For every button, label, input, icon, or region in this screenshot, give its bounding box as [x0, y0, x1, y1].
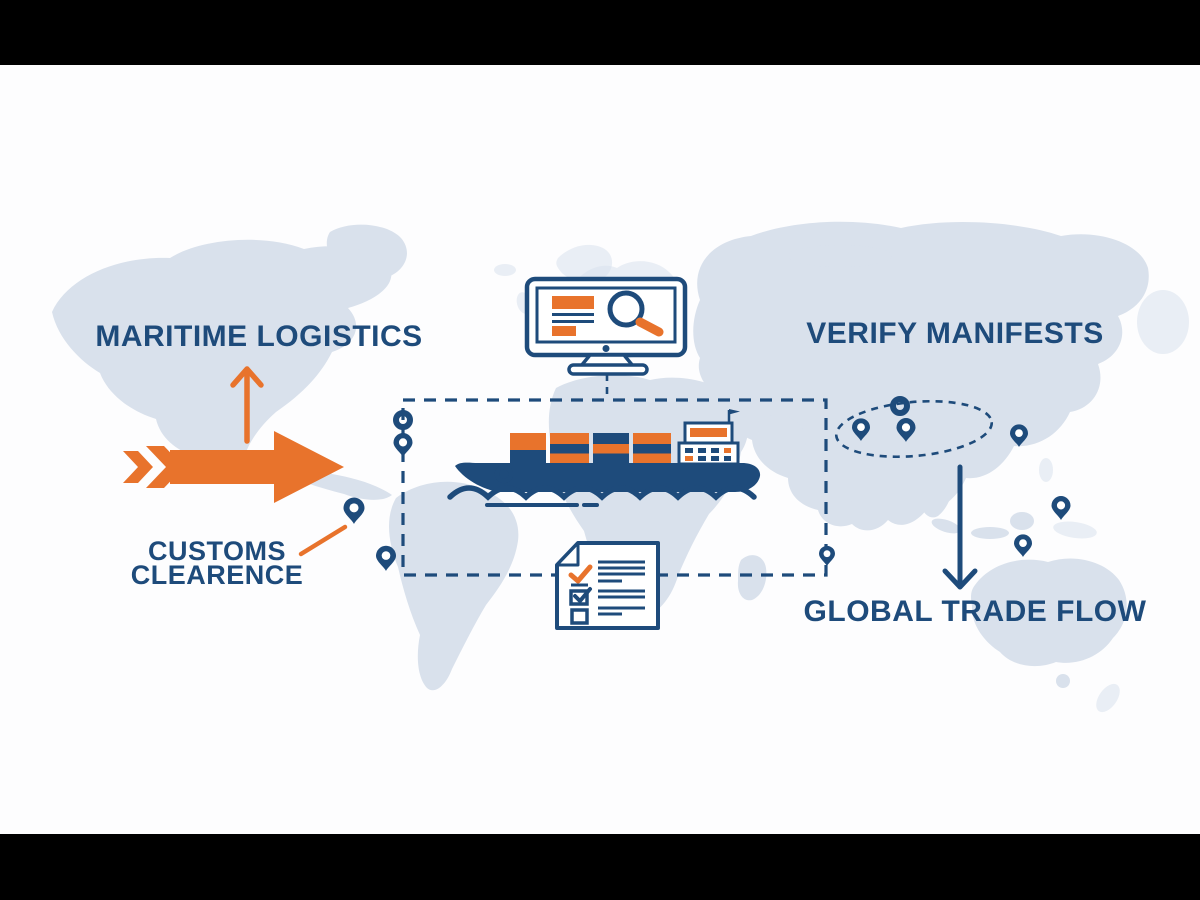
- map-pin-icon: [819, 545, 835, 566]
- map-pin-icon: [343, 497, 365, 524]
- cargo-ship-icon: [447, 409, 761, 507]
- arrow-chevron-small: [123, 451, 153, 483]
- arrow-body: [170, 431, 344, 503]
- island-tasmania: [1056, 674, 1070, 688]
- letterbox-bottom-bar: [0, 834, 1200, 900]
- verify-manifests-label: VERIFY MANIFESTS: [806, 317, 1104, 350]
- island-philippines: [1039, 458, 1053, 482]
- water-wave: [447, 485, 757, 501]
- arctic-islands: [788, 245, 892, 267]
- route-dot-icon: [890, 396, 910, 416]
- map-pin-icon: [376, 545, 396, 571]
- island-new-zealand: [1096, 683, 1120, 713]
- customs-clearence-label: CUSTOMS CLEARENCE: [130, 536, 304, 590]
- checkbox-checked: [569, 589, 589, 606]
- route-dot-icon: [393, 410, 413, 430]
- island-java: [971, 527, 1009, 539]
- navy-arrow-down-icon: [942, 464, 978, 590]
- ship-bridge: [677, 409, 740, 466]
- island-iceland: [494, 264, 516, 276]
- orange-arrow-up-icon: [230, 366, 264, 444]
- folded-corner: [555, 541, 580, 567]
- ship-porthole: [494, 464, 514, 484]
- island-madagascar: [737, 555, 767, 601]
- bridge-windows: [685, 448, 731, 461]
- checkbox-empty: [570, 608, 589, 625]
- region-india: [824, 436, 867, 507]
- ship-containers: [510, 433, 671, 463]
- monitor-power-dot: [602, 345, 610, 352]
- continent-asia: [693, 221, 1149, 531]
- island-japan: [1047, 381, 1067, 415]
- ship-hull: [455, 462, 761, 492]
- region-east-russia: [1137, 290, 1189, 354]
- island-new-guinea: [1053, 521, 1097, 539]
- continent-australia: [971, 558, 1127, 667]
- letterbox-top-bar: [0, 0, 1200, 65]
- region-arabia: [758, 415, 806, 471]
- map-pin-icon: [393, 433, 413, 457]
- island-borneo: [1010, 512, 1034, 530]
- region-se-asia: [917, 465, 953, 518]
- monitor-icon: [524, 276, 688, 376]
- global-trade-flow-label: GLOBAL TRADE FLOW: [803, 595, 1147, 628]
- magnifier-icon: [607, 290, 664, 337]
- ship-flag: [729, 409, 740, 415]
- island-japan-south: [1035, 418, 1051, 438]
- island-sumatra: [931, 518, 961, 534]
- customs-clearence-line1: CUSTOMS: [147, 536, 287, 566]
- map-pin-icon: [1014, 534, 1032, 557]
- customs-clearence-line2: CLEARENCE: [130, 560, 304, 590]
- dashed-route-ellipse: [834, 399, 994, 459]
- customs-pin-connector: [298, 524, 348, 557]
- world-map: [52, 221, 1189, 713]
- maritime-logistics-label: MARITIME LOGISTICS: [95, 320, 423, 353]
- screen-document: [552, 296, 594, 336]
- continent-north-america: [52, 239, 392, 476]
- map-pin-icon: [1051, 496, 1071, 520]
- map-location-pins: [343, 396, 1071, 571]
- checklist-document-icon: [555, 541, 660, 630]
- monitor-base: [567, 363, 649, 376]
- checkbox-checkmark: [573, 587, 592, 603]
- orange-flow-arrow-right: [123, 431, 344, 503]
- continent-south-america: [389, 481, 519, 691]
- document-text-lines: [598, 560, 645, 616]
- orange-checkmark: [568, 564, 593, 584]
